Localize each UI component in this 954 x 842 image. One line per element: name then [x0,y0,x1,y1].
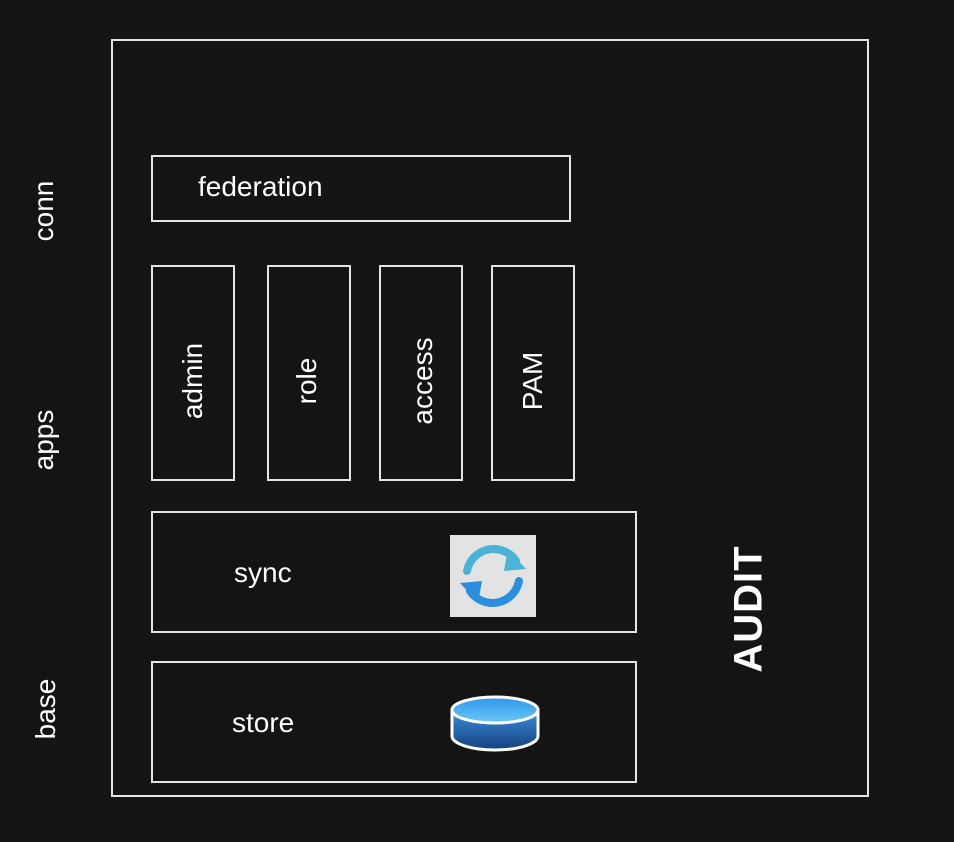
pam-label: PAM [517,351,548,411]
layer-label-conn: conn [28,180,59,242]
store-label: store [232,707,295,738]
store-box: store [151,661,637,783]
database-icon [450,695,540,752]
admin-box: admin [151,265,235,481]
layer-label-apps: apps [28,409,59,471]
admin-label: admin [177,342,208,420]
access-label: access [407,337,438,425]
audit-label: AUDIT [726,545,771,673]
sync-box: sync [151,511,637,633]
pam-box: PAM [491,265,575,481]
role-box: role [267,265,351,481]
sync-label: sync [234,557,292,588]
sync-icon [450,535,536,617]
audit-container [111,39,869,797]
layer-label-base: base [30,678,61,740]
federation-label: federation [198,171,323,202]
federation-box: federation [151,155,571,222]
access-box: access [379,265,463,481]
role-label: role [291,357,322,405]
